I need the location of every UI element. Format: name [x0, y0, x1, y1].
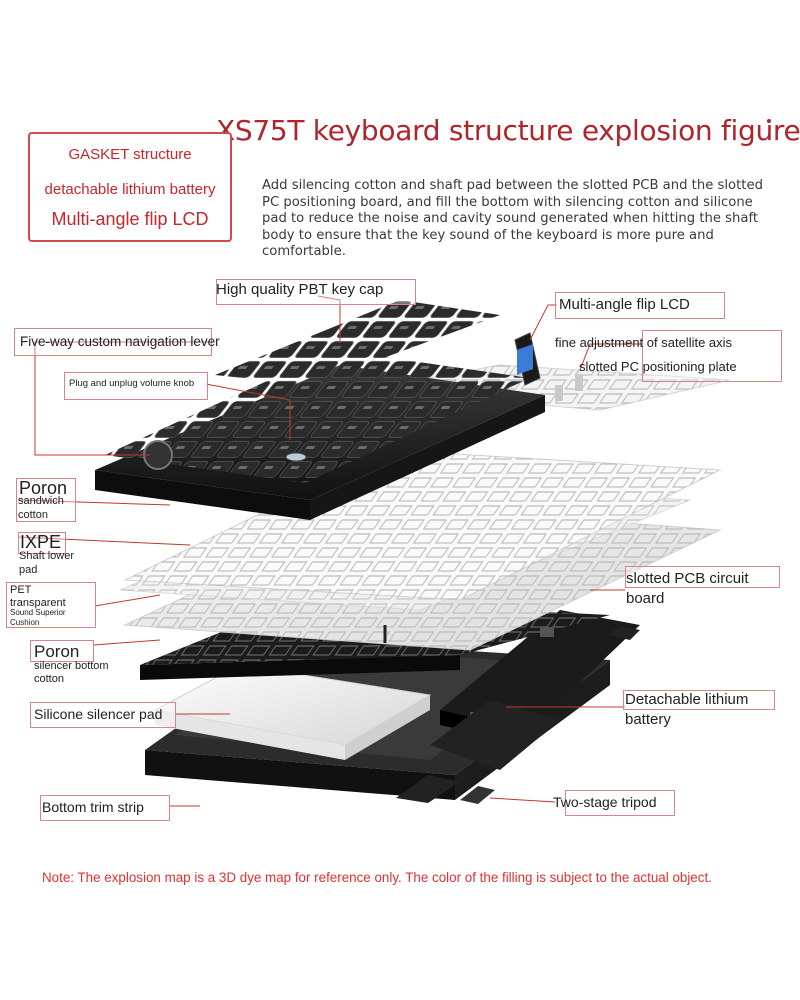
label-flip-lcd: Multi-angle flip LCD — [559, 296, 690, 313]
label-positioning-plate: slotted PC positioning plate — [579, 359, 737, 374]
label-pet-sub2: Sound Superior — [10, 608, 66, 617]
battery-art — [430, 610, 640, 770]
label-pet-sub3: Cushion — [10, 618, 40, 627]
feature-battery: detachable lithium battery — [44, 181, 216, 198]
label-battery-line1: Detachable lithium — [625, 691, 749, 708]
label-ixpe-sub1: Shaft lower — [19, 550, 75, 562]
leader-lines — [17, 295, 642, 807]
label-pet-title: PET — [10, 584, 32, 596]
label-ixpe-title: IXPE — [20, 532, 62, 552]
label-keycap: High quality PBT key cap — [216, 281, 384, 298]
label-volume-knob: Plug and unplug volume knob — [69, 378, 195, 389]
poron-top-label-box — [16, 478, 76, 522]
label-poron-bottom-sub2: cotton — [34, 673, 64, 685]
label-poron-top-title: Poron — [19, 478, 68, 498]
label-ixpe-sub2: pad — [19, 564, 38, 576]
label-pet-sub1: transparent — [10, 597, 66, 609]
silicone-label-box — [30, 702, 176, 728]
label-satellite: fine adjustment of satellite axis — [555, 335, 733, 350]
poron-bottom-label-box — [30, 640, 94, 662]
label-pcb-line2: board — [626, 590, 665, 607]
label-poron-top-sub2: cotton — [18, 509, 48, 521]
label-poron-bottom-title: Poron — [34, 642, 80, 661]
pcb-label-box — [625, 566, 780, 588]
keyboard-top-art — [95, 300, 545, 520]
label-tripod: Two-stage tripod — [553, 794, 657, 810]
label-silicone: Silicone silencer pad — [34, 706, 163, 722]
label-pcb-line1: slotted PCB circuit — [626, 570, 749, 587]
label-nav-lever: Five-way custom navigation lever — [20, 334, 220, 349]
page-title: XS75T keyboard structure explosion figur… — [216, 114, 800, 147]
disclaimer-note: Note: The explosion map is a 3D dye map … — [42, 870, 712, 885]
label-poron-bottom-sub1: silencer bottom — [34, 660, 109, 672]
tripod-label-box — [565, 790, 675, 816]
label-poron-top-sub1: sandwich — [18, 495, 64, 507]
pet-label-box — [6, 582, 96, 628]
label-battery-line2: battery — [625, 711, 671, 728]
silicone-pad-art — [153, 664, 432, 760]
nav-lever-label-box — [14, 328, 212, 356]
title-dot — [767, 119, 771, 123]
ixpe-label-box — [18, 532, 66, 554]
keycap-label-box — [216, 279, 416, 305]
label-trim: Bottom trim strip — [42, 799, 144, 815]
structure-description: Add silencing cotton and shaft pad betwe… — [262, 178, 763, 260]
feature-summary-box: GASKET structure detachable lithium batt… — [28, 132, 232, 242]
trim-label-box — [40, 795, 170, 821]
feature-gasket: GASKET structure — [68, 146, 192, 163]
satellite-label-box — [642, 330, 782, 382]
feature-lcd: Multi-angle flip LCD — [51, 209, 209, 229]
volume-knob-label-box — [64, 372, 208, 400]
battery-label-box — [623, 690, 775, 710]
flip-lcd-label-box — [555, 292, 725, 319]
tripod-parts-art — [396, 626, 640, 804]
